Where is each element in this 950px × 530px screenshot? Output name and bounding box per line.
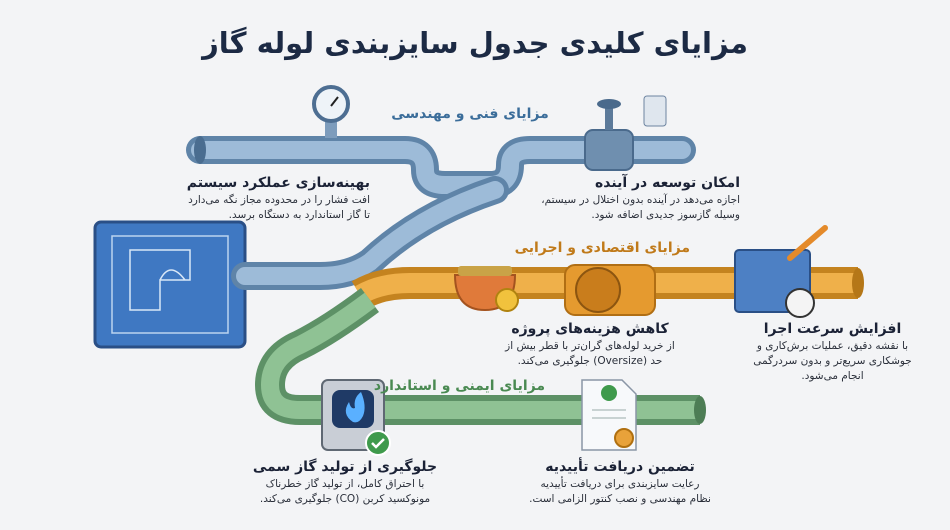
benefit-execution-speed: افزایش سرعت اجرا با نقشه دقیق، عملیات بر…	[725, 320, 940, 384]
safety-pipe	[254, 287, 706, 425]
benefit-desc-line: حد (Oversize) جلوگیری می‌کند.	[517, 355, 663, 367]
benefit-heading: امکان توسعه در آینده	[595, 175, 740, 191]
technical-pipe	[186, 136, 696, 290]
benefit-desc-line: وسیله گازسوز جدیدی اضافه شود.	[591, 209, 740, 221]
benefit-desc-line: افت فشار را در محدوده مجاز نگه می‌دارد	[188, 194, 370, 206]
benefit-desc-line: اجازه می‌دهد در آینده بدون اختلال در سیس…	[541, 194, 740, 206]
section-label-economic: مزایای اقتصادی و اجرایی	[514, 240, 690, 256]
coin-purse-icon	[453, 266, 519, 312]
benefit-desc-line: با نقشه دقیق، عملیات برش‌کاری و	[756, 340, 909, 352]
blueprint-stopwatch-icon	[734, 225, 828, 318]
large-coupling	[564, 264, 656, 316]
benefit-desc-line: با احتراق کامل، از تولید گاز خطرناک	[265, 478, 425, 490]
benefit-desc-line: جوشکاری سریع‌تر و بدون سردرگمی	[753, 355, 912, 367]
benefit-desc-line: انجام می‌شود.	[801, 370, 864, 382]
benefit-toxic-gas-prevention: جلوگیری از تولید گاز سمی با احتراق کامل،…	[215, 458, 475, 507]
benefit-desc-line: مونوکسید کربن (CO) جلوگیری می‌کند.	[259, 493, 431, 505]
heater-flame-check-icon	[321, 379, 391, 456]
benefit-approval-guarantee: تضمین دریافت تأییدیه رعایت سایزبندی برای…	[495, 458, 745, 507]
benefit-heading: افزایش سرعت اجرا	[763, 321, 902, 337]
benefit-heading: جلوگیری از تولید گاز سمی	[252, 459, 438, 475]
section-label-safety: مزایای ایمنی و استاندارد	[373, 378, 545, 394]
benefit-desc-line: از خرید لوله‌های گران‌تر با قطر بیش از	[505, 340, 675, 352]
certificate-icon	[581, 379, 637, 451]
pressure-gauge-icon	[312, 85, 350, 138]
benefit-future-expansion: امکان توسعه در آینده اجازه می‌دهد در آین…	[460, 174, 740, 223]
benefit-desc-line: تا گاز استاندارد به دستگاه برسد.	[228, 209, 370, 221]
benefit-heading: تضمین دریافت تأییدیه	[545, 459, 695, 475]
benefit-desc-line: رعایت سایزبندی برای دریافت تأییدیه	[540, 478, 700, 490]
benefit-system-performance: بهینه‌سازی عملکرد سیستم افت فشار را در م…	[100, 174, 370, 223]
benefit-heading: کاهش هزینه‌های پروژه	[511, 321, 669, 337]
benefit-cost-reduction: کاهش هزینه‌های پروژه از خرید لوله‌های گر…	[465, 320, 715, 369]
benefit-desc-line: نظام مهندسی و نصب کنتور الزامی است.	[529, 493, 711, 505]
valve-icon	[584, 95, 667, 171]
page-title: مزایای کلیدی جدول سایزبندی لوله گاز	[202, 26, 748, 60]
benefit-heading: بهینه‌سازی عملکرد سیستم	[186, 175, 370, 191]
section-label-technical: مزایای فنی و مهندسی	[391, 106, 549, 122]
blueprint-icon	[93, 220, 247, 349]
